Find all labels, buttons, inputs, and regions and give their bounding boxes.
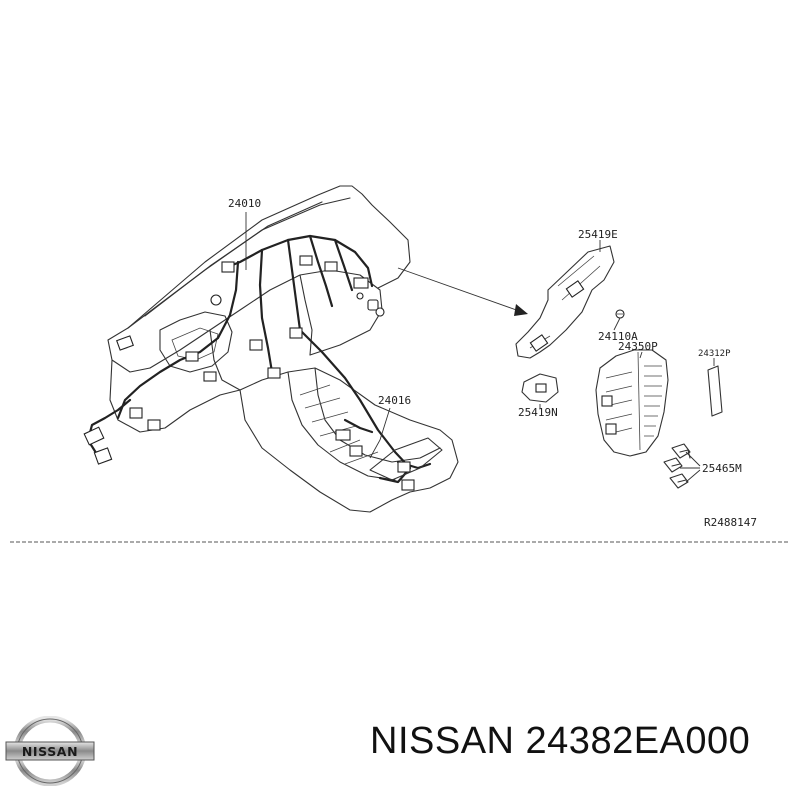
dashboard-harness-drawing [83, 185, 459, 513]
leader-lines [245, 212, 715, 483]
part-label: 24312P [698, 349, 731, 359]
logo-text: NISSAN [22, 744, 78, 759]
nissan-logo-icon: NISSAN [5, 716, 95, 786]
part-label: 25465M [702, 462, 742, 475]
part-caption: NISSAN 24382EA000 [370, 720, 751, 762]
part-label: 24350P [618, 340, 658, 353]
part-label: 25419E [578, 228, 618, 241]
clip-25419n-drawing [521, 373, 559, 403]
part-label: 25419N [518, 406, 558, 419]
fuses-25465m-drawing [663, 443, 691, 489]
part-label: 24016 [378, 394, 411, 407]
label-24312p-drawing [707, 365, 723, 417]
reference-code: R2488147 [704, 516, 757, 529]
arrow-head-icon [514, 304, 528, 316]
screw-24110a-drawing [615, 309, 625, 319]
part-number-labels: 24010 25419E 24110A 24350P 24312P 25419N… [228, 197, 757, 529]
fuse-block-24350p-drawing [595, 349, 669, 457]
part-label: 24110A [598, 330, 638, 343]
part-label: 24010 [228, 197, 261, 210]
exploded-parts-diagram: 24010 25419E 24110A 24350P 24312P 25419N… [10, 185, 790, 543]
bracket-25419e-drawing [515, 245, 615, 359]
assembly-arrow [397, 267, 528, 316]
